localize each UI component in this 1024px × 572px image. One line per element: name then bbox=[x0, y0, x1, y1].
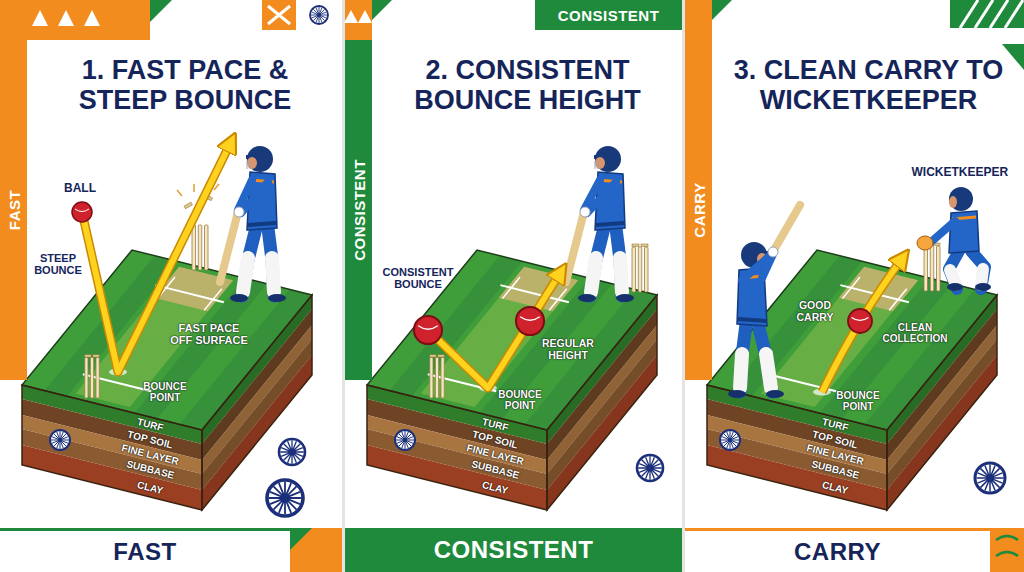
corner-decor bbox=[712, 0, 732, 20]
panel-consistent-illustration bbox=[367, 250, 657, 510]
panel-consistent-illustration bbox=[632, 244, 648, 292]
layer-label: CLAY bbox=[481, 478, 509, 495]
corner-decor bbox=[262, 0, 296, 30]
batsman-arms bbox=[566, 180, 616, 282]
label-band: CONSISTENT bbox=[345, 528, 682, 572]
panel-fast-illustration bbox=[22, 140, 312, 516]
layer-label: TURF bbox=[821, 415, 850, 432]
callout-label: FAST PACE OFF SURFACE bbox=[167, 322, 251, 346]
corner-decor bbox=[685, 0, 712, 40]
panel-consistent-illustration bbox=[395, 430, 415, 450]
corner-decor bbox=[150, 0, 172, 22]
callout-label: STEEP BOUNCE bbox=[31, 252, 86, 276]
batsman-arms bbox=[774, 205, 800, 250]
corner-decor bbox=[345, 0, 372, 40]
layer-label: TURF bbox=[481, 415, 510, 432]
corner-decor bbox=[290, 528, 342, 572]
callout-label: CONSISTENT BOUNCE bbox=[378, 266, 458, 290]
layer-label: CLAY bbox=[136, 478, 164, 495]
panel-card: FAST FAST 1. FAST PACE & STEEP BOUNCE bbox=[0, 0, 342, 572]
panel-fast-illustration bbox=[85, 355, 99, 398]
side-band: CARRY bbox=[685, 40, 712, 380]
corner-decor bbox=[344, 10, 372, 23]
ball-path bbox=[428, 270, 562, 388]
panel-consistent-illustration bbox=[516, 307, 544, 335]
panel-carry-illustration bbox=[720, 430, 740, 450]
panel-consistent-illustration bbox=[367, 146, 663, 510]
corner-decor bbox=[960, 0, 1023, 28]
callout-label: BOUNCE POINT bbox=[833, 390, 883, 412]
panel-fast-illustration bbox=[192, 225, 208, 270]
corner-decor bbox=[0, 0, 150, 40]
panel-fast-illustration bbox=[279, 439, 305, 465]
panel-carry-illustration bbox=[975, 463, 1005, 493]
side-band: CONSISTENT bbox=[345, 40, 372, 380]
batsman-arms bbox=[742, 205, 800, 280]
corner-decor bbox=[32, 10, 100, 26]
callout-label: BOUNCE POINT bbox=[495, 389, 545, 411]
batsman-arms bbox=[566, 212, 584, 282]
panel-carry-illustration bbox=[707, 187, 1005, 510]
band-text: CONSISTENT bbox=[350, 159, 367, 261]
side-band: FAST bbox=[0, 40, 27, 380]
callout-label: BOUNCE POINT bbox=[140, 381, 190, 403]
ball-path bbox=[428, 270, 562, 388]
label-band: CONSISTENT bbox=[535, 0, 682, 30]
corner-decor bbox=[268, 6, 290, 24]
layer-label: CLAY bbox=[821, 478, 849, 495]
batsman-arms bbox=[234, 207, 244, 217]
batsman-arms bbox=[580, 207, 590, 217]
flying-bails bbox=[184, 202, 192, 209]
callout-label: CLEAN COLLECTION bbox=[880, 322, 950, 344]
callout-label: GOOD CARRY bbox=[790, 300, 840, 323]
panel-fast-illustration bbox=[50, 430, 70, 450]
panel-card: CARRY CARRY 3. CLEAN CARRY TO WICKETKEEPER bbox=[685, 0, 1024, 572]
batsman-arms bbox=[742, 252, 774, 280]
label-band: FAST bbox=[0, 528, 290, 572]
panel-carry-illustration bbox=[848, 309, 872, 333]
band-text: FAST bbox=[113, 538, 176, 566]
panel-title: 3. CLEAN CARRY TO WICKETKEEPER bbox=[719, 56, 1018, 115]
corner-decor bbox=[372, 0, 392, 20]
batsman-arms bbox=[220, 180, 268, 282]
batsman-arms bbox=[220, 212, 238, 282]
callout-label: REGULAR HEIGHT bbox=[539, 338, 597, 361]
panel-fast-illustration bbox=[267, 480, 303, 516]
panel-title: 1. FAST PACE & STEEP BOUNCE bbox=[36, 56, 334, 115]
corner-decor bbox=[290, 528, 312, 550]
corner-decor bbox=[310, 6, 328, 24]
ball-path bbox=[822, 256, 904, 392]
panel-carry-illustration bbox=[728, 242, 784, 398]
ball-path bbox=[822, 256, 904, 392]
panel-title: 2. CONSISTENT BOUNCE HEIGHT bbox=[379, 56, 676, 115]
band-text: CARRY bbox=[690, 182, 707, 237]
band-text: CONSISTENT bbox=[434, 536, 594, 564]
layer-label: TURF bbox=[136, 415, 165, 432]
callout-label: BALL bbox=[64, 182, 96, 195]
label-band: CARRY bbox=[685, 528, 990, 572]
band-text: CARRY bbox=[794, 538, 881, 566]
corner-decor bbox=[990, 528, 1024, 572]
corner-decor bbox=[950, 0, 1024, 28]
panel-consistent-illustration bbox=[637, 455, 663, 481]
callout-label: WICKETKEEPER bbox=[912, 166, 1009, 179]
corner-decor bbox=[1002, 44, 1024, 70]
panel-carry-illustration bbox=[917, 187, 991, 291]
panel-consistent-illustration bbox=[430, 355, 444, 398]
band-text: CONSISTENT bbox=[558, 7, 660, 24]
batsman-arms bbox=[768, 247, 778, 257]
band-text: FAST bbox=[5, 190, 22, 230]
panel-consistent-illustration bbox=[414, 316, 442, 344]
panel-fast-illustration bbox=[72, 202, 92, 222]
corner-decor bbox=[996, 536, 1018, 556]
panel-consistent-illustration bbox=[578, 146, 634, 302]
